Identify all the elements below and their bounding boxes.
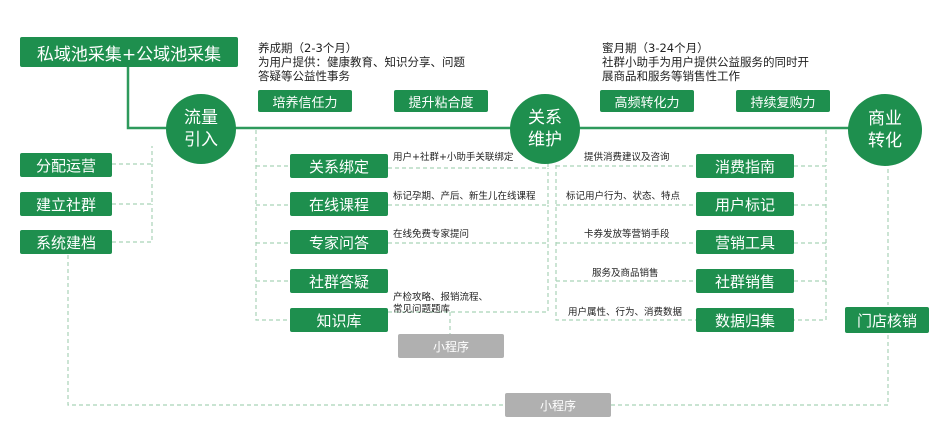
- traffic-intake-circle: 流量 引入: [166, 94, 236, 164]
- honeymoon-line-2: 社群小助手为用户提供公益服务的同时开: [602, 55, 809, 69]
- mark-note-line: 标记用户行为、状态、特点: [566, 191, 681, 202]
- knowledge-note-line-1: 产检攻略、报销流程、: [393, 292, 489, 303]
- business-line-1: 商业: [868, 109, 902, 129]
- expert-note: 在线免费专家提问: [393, 229, 469, 241]
- sales-note: 服务及商品销售: [592, 268, 659, 280]
- build-community-box: 建立社群: [20, 192, 112, 216]
- honeymoon-phase-text: 蜜月期（3-24个月） 社群小助手为用户提供公益服务的同时开 展商品和服务等销售…: [602, 41, 809, 83]
- knowledge-base-box: 知识库: [290, 308, 388, 332]
- system-filing-box: 系统建档: [20, 230, 112, 254]
- relation-line-2: 维护: [528, 130, 562, 150]
- online-course-box: 在线课程: [290, 192, 388, 216]
- relation-line-1: 关系: [528, 108, 562, 128]
- consume-note-line: 提供消费建议及咨询: [584, 152, 670, 163]
- consume-note: 提供消费建议及咨询: [584, 152, 670, 164]
- honeymoon-line-1: 蜜月期（3-24个月）: [602, 41, 709, 55]
- community-sales-box: 社群销售: [696, 269, 794, 293]
- nurture-line-2: 为用户提供：健康教育、知识分享、问题: [258, 55, 465, 69]
- knowledge-note-line-2: 常见问题题库: [393, 304, 451, 315]
- assign-operation-box: 分配运营: [20, 153, 112, 177]
- sales-note-line: 服务及商品销售: [592, 268, 659, 279]
- mini-program-outer: 小程序: [505, 393, 611, 417]
- relation-maintenance-circle: 关系 维护: [510, 94, 580, 164]
- build-trust-tag: 培养信任力: [258, 90, 352, 112]
- traffic-line-1: 流量: [184, 108, 218, 128]
- marketing-note-line: 卡券发放等营销手段: [584, 229, 670, 240]
- business-line-2: 转化: [868, 131, 902, 151]
- relation-binding-box: 关系绑定: [290, 154, 388, 178]
- mark-note: 标记用户行为、状态、特点: [566, 191, 680, 203]
- expert-note-line: 在线免费专家提问: [393, 229, 470, 240]
- business-conversion-circle: 商业 转化: [848, 94, 922, 166]
- user-tag-box: 用户标记: [696, 192, 794, 216]
- binding-note: 用户+社群+小助手关联绑定: [393, 152, 513, 164]
- high-conversion-tag: 高频转化力: [600, 90, 694, 112]
- honeymoon-line-3: 展商品和服务等销售性工作: [602, 69, 740, 83]
- expert-qa-box: 专家问答: [290, 230, 388, 254]
- consume-guide-box: 消费指南: [696, 154, 794, 178]
- traffic-line-2: 引入: [184, 130, 218, 150]
- community-qa-box: 社群答疑: [290, 269, 388, 293]
- nurture-line-1: 养成期（2-3个月）: [258, 41, 358, 55]
- course-note-line: 标记孕期、产后、新生儿在线课程: [393, 191, 536, 202]
- course-note: 标记孕期、产后、新生儿在线课程: [393, 191, 536, 203]
- binding-note-line: 用户+社群+小助手关联绑定: [393, 152, 514, 163]
- data-note-line: 用户属性、行为、消费数据: [568, 307, 683, 318]
- store-verification-box: 门店核销: [845, 307, 929, 333]
- data-note: 用户属性、行为、消费数据: [568, 307, 682, 319]
- data-collect-box: 数据归集: [696, 308, 794, 332]
- data-collection-box: 私域池采集+公域池采集: [20, 37, 238, 67]
- marketing-note: 卡券发放等营销手段: [584, 229, 670, 241]
- repurchase-tag: 持续复购力: [736, 90, 830, 112]
- nurture-line-3: 答疑等公益性事务: [258, 69, 350, 83]
- marketing-tool-box: 营销工具: [696, 230, 794, 254]
- knowledge-note: 产检攻略、报销流程、 常见问题题库: [393, 292, 488, 316]
- nurture-phase-text: 养成期（2-3个月） 为用户提供：健康教育、知识分享、问题 答疑等公益性事务: [258, 41, 465, 83]
- mini-program-inner: 小程序: [398, 334, 504, 358]
- improve-stickiness-tag: 提升粘合度: [394, 90, 488, 112]
